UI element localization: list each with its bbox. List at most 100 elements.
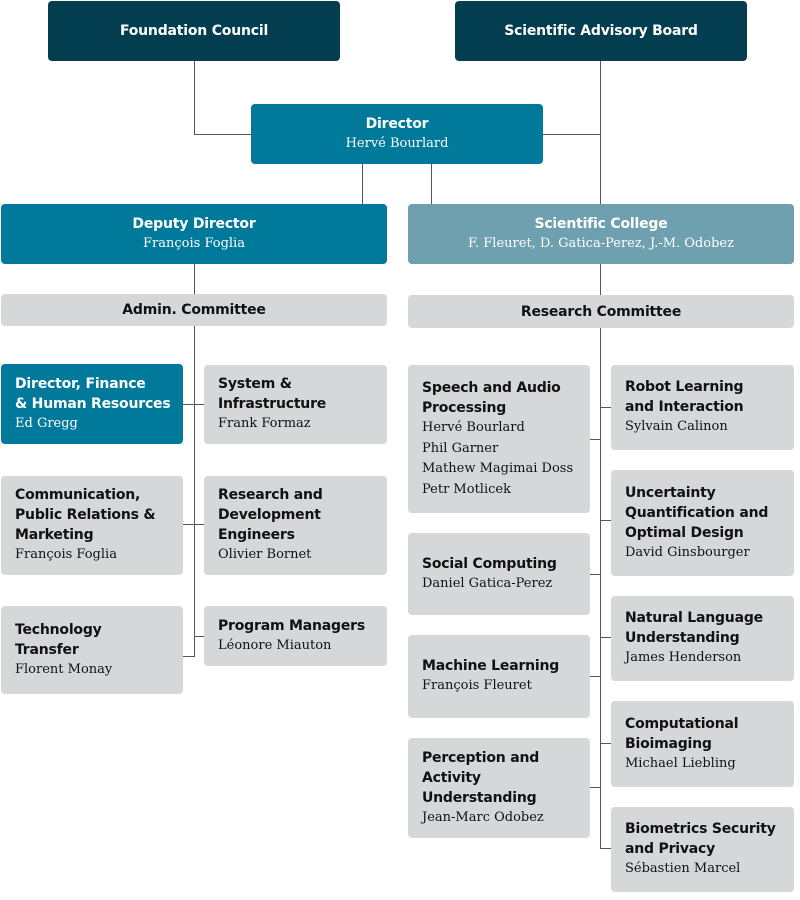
scientific-advisory-board-box: Scientific Advisory Board — [455, 1, 747, 61]
unit-biometrics: Biometrics Security and Privacy Sébastie… — [611, 807, 794, 892]
unit-person: Daniel Gatica-Perez — [422, 575, 553, 591]
scientific-college-box: Scientific College F. Fleuret, D. Gatica… — [408, 204, 794, 264]
unit-technology-transfer: Technology Transfer Florent Monay — [1, 606, 183, 694]
unit-title-line: Robot Learning — [625, 379, 744, 396]
unit-person: Hervé Bourlard — [422, 420, 525, 435]
admin-committee-box: Admin. Committee — [1, 294, 387, 326]
unit-person: Léonore Miauton — [218, 637, 332, 653]
unit-social-computing: Social Computing Daniel Gatica-Perez — [408, 533, 590, 615]
connector-research-ml — [590, 676, 600, 677]
director-box: Director Hervé Bourlard — [251, 104, 543, 164]
connector-foundation-to-director — [194, 61, 195, 135]
unit-machine-learning: Machine Learning François Fleuret — [408, 635, 590, 718]
unit-title-line: Director, Finance — [15, 375, 146, 392]
unit-system-infrastructure: System & Infrastructure Frank Formaz — [204, 365, 387, 444]
unit-title-line: Natural Language — [625, 610, 763, 627]
unit-person: Michael Liebling — [625, 755, 736, 771]
connector-director-to-deputy — [362, 164, 363, 204]
unit-person: François Foglia — [15, 547, 117, 563]
research-committee-box: Research Committee — [408, 295, 794, 328]
unit-title-line: Social Computing — [422, 555, 557, 572]
unit-title-line: Processing — [422, 400, 507, 416]
connector-research-spine — [600, 328, 601, 848]
connector-research-biometrics — [600, 848, 611, 849]
unit-program-managers: Program Managers Léonore Miauton — [204, 606, 387, 666]
unit-title-line: Communication, — [15, 487, 141, 504]
research-committee-title: Research Committee — [520, 303, 682, 320]
unit-person: James Henderson — [625, 650, 742, 666]
unit-title-line: Development — [218, 507, 321, 524]
deputy-director-box: Deputy Director François Foglia — [1, 204, 387, 264]
unit-person: Petr Motlicek — [422, 481, 511, 497]
connector-research-robot — [600, 407, 611, 408]
unit-title-line: System & — [218, 376, 292, 393]
connector-director-to-sab-h — [543, 134, 600, 135]
connector-director-to-college — [431, 164, 432, 204]
unit-title-line: & Human Resources — [15, 395, 171, 412]
unit-speech-audio: Speech and Audio Processing Hervé Bourla… — [408, 365, 590, 513]
director-title: Director — [365, 116, 429, 132]
unit-perception-activity: Perception and Activity Understanding Je… — [408, 738, 590, 838]
connector-research-perception — [590, 787, 600, 788]
connector-research-speech — [590, 439, 600, 440]
unit-title-line: Public Relations & — [15, 507, 156, 524]
unit-person: Jean-Marc Odobez — [422, 809, 544, 825]
unit-person: Sébastien Marcel — [625, 861, 741, 877]
unit-title-line: Transfer — [15, 641, 79, 658]
unit-robot-learning: Robot Learning and Interaction Sylvain C… — [611, 365, 794, 450]
connector-admin-row2 — [183, 524, 204, 525]
unit-title-line: Activity — [422, 769, 481, 786]
connector-admin-spine — [194, 326, 195, 657]
connector-research-social — [590, 574, 600, 575]
connector-college-to-research — [600, 264, 601, 295]
connector-research-uncertainty — [600, 520, 611, 521]
unit-person: Florent Monay — [15, 661, 113, 677]
unit-title-line: Research and — [218, 487, 323, 504]
unit-person: François Fleuret — [422, 678, 532, 694]
connector-research-bioimaging — [600, 743, 611, 744]
unit-title-line: Machine Learning — [422, 658, 560, 675]
unit-computational-bioimaging: Computational Bioimaging Michael Lieblin… — [611, 701, 794, 787]
connector-deputy-to-admin — [194, 264, 195, 294]
foundation-council-title: Foundation Council — [119, 23, 269, 39]
unit-title-line: Biometrics Security — [625, 821, 776, 838]
scientific-college-title: Scientific College — [534, 216, 668, 232]
scientific-advisory-board-title: Scientific Advisory Board — [504, 23, 698, 39]
connector-research-nlu — [600, 637, 611, 638]
admin-committee-title: Admin. Committee — [122, 302, 266, 318]
connector-admin-row1 — [183, 404, 204, 405]
unit-title-line: Perception and — [422, 749, 540, 766]
scientific-college-names: F. Fleuret, D. Gatica-Perez, J.-M. Odobe… — [468, 236, 734, 251]
unit-title-line: Marketing — [15, 527, 94, 544]
connector-admin-row3-right — [194, 636, 204, 637]
unit-communication: Communication, Public Relations & Market… — [1, 476, 183, 575]
unit-natural-language: Natural Language Understanding James Hen… — [611, 596, 794, 681]
connector-sab-to-college — [600, 61, 601, 204]
unit-rd-engineers: Research and Development Engineers Olivi… — [204, 476, 387, 575]
unit-title-line: Understanding — [625, 630, 740, 647]
unit-person: Sylvain Calinon — [625, 419, 728, 435]
connector-foundation-to-director-h — [194, 134, 251, 135]
unit-title-line: Technology — [15, 621, 102, 638]
unit-title-line: Bioimaging — [625, 735, 712, 752]
unit-finance-hr: Director, Finance & Human Resources Ed G… — [1, 364, 183, 444]
unit-title-line: Infrastructure — [218, 396, 327, 413]
unit-uncertainty-quantification: Uncertainty Quantification and Optimal D… — [611, 470, 794, 576]
connector-admin-row3-left — [183, 656, 195, 657]
unit-person: Olivier Bornet — [218, 547, 312, 563]
unit-title-line: Speech and Audio — [422, 380, 561, 396]
director-name: Hervé Bourlard — [345, 136, 449, 151]
unit-title-line: Optimal Design — [625, 524, 744, 541]
deputy-director-title: Deputy Director — [132, 216, 256, 232]
unit-person: Phil Garner — [422, 440, 499, 456]
foundation-council-box: Foundation Council — [48, 1, 340, 61]
unit-title-line: Uncertainty — [625, 484, 716, 501]
unit-person: Ed Gregg — [15, 415, 78, 431]
unit-person: David Ginsbourger — [625, 544, 750, 560]
unit-person: Mathew Magimai Doss — [422, 461, 574, 476]
unit-person: Frank Formaz — [218, 416, 311, 432]
unit-title-line: Program Managers — [218, 617, 365, 634]
unit-title-line: Quantification and — [625, 504, 769, 521]
unit-title-line: Understanding — [422, 789, 537, 806]
unit-title-line: and Privacy — [625, 841, 716, 858]
